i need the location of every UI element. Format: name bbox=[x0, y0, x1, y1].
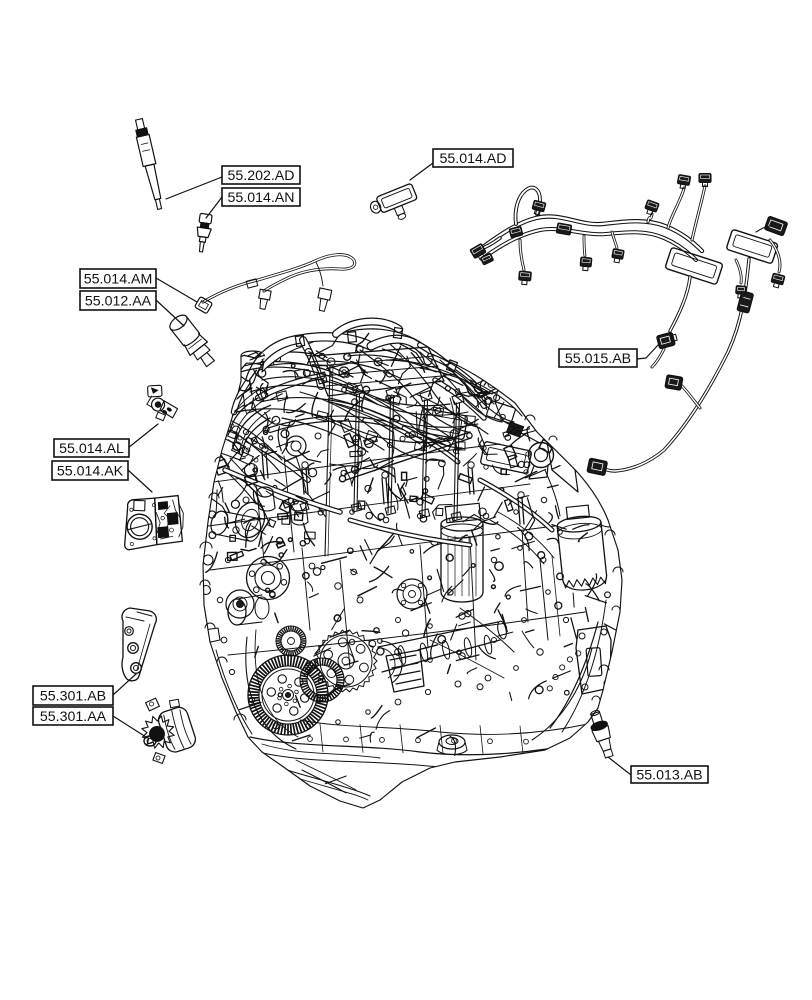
svg-text:55.015.AB: 55.015.AB bbox=[565, 351, 631, 367]
svg-text:55.013.AB: 55.013.AB bbox=[636, 768, 702, 784]
svg-text:55.014.AD: 55.014.AD bbox=[439, 151, 506, 167]
svg-text:55.014.AL: 55.014.AL bbox=[59, 441, 124, 457]
svg-text:55.301.AA: 55.301.AA bbox=[40, 709, 107, 725]
svg-text:55.301.AB: 55.301.AB bbox=[40, 689, 106, 705]
svg-text:55.014.AK: 55.014.AK bbox=[57, 464, 124, 480]
svg-text:55.014.AN: 55.014.AN bbox=[227, 190, 294, 206]
svg-text:55.202.AD: 55.202.AD bbox=[227, 168, 294, 184]
svg-text:55.014.AM: 55.014.AM bbox=[84, 272, 153, 288]
svg-text:55.012.AA: 55.012.AA bbox=[85, 294, 152, 310]
